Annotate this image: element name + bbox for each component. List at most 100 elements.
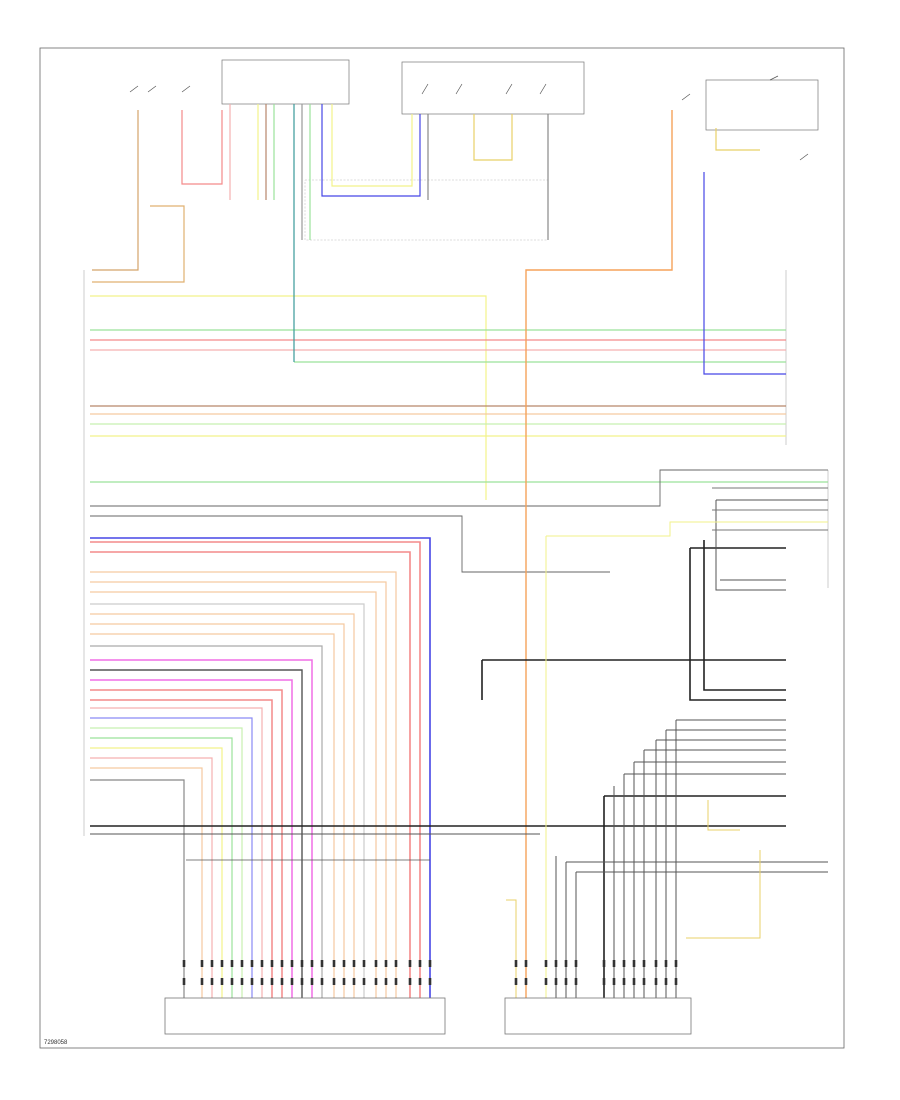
- wire-blue-a: [90, 537, 431, 1000]
- connector-pin-left-16: [352, 960, 356, 967]
- connector-pin-right-2: [544, 960, 548, 967]
- connector-pin-left-2: [210, 960, 214, 967]
- ground-bus-right-e: [703, 540, 786, 691]
- wire-yellow-1: [90, 295, 487, 500]
- connector-pin-left-15: [342, 960, 346, 967]
- wire-peach-loop: [92, 205, 185, 283]
- wire-magenta-a: [90, 659, 313, 1000]
- connector-pin-left-3: [220, 960, 224, 967]
- wire-yellow-top-c: [473, 114, 513, 161]
- wire-yellow-bottom: [506, 899, 517, 1000]
- connector-pin-left-b-2: [210, 978, 214, 985]
- connector-pin-left-21: [408, 960, 412, 967]
- connector-pin-left-b-11: [300, 978, 304, 985]
- connector-pin-left-b-13: [320, 978, 324, 985]
- connector-pin-left-11: [300, 960, 304, 967]
- connector-pin-right-1: [524, 960, 528, 967]
- horizontal-wires-top: [90, 172, 828, 573]
- connector-pin-left-b-21: [408, 978, 412, 985]
- connector-pin-left-b-23: [428, 978, 432, 985]
- connector-pin-left-20: [394, 960, 398, 967]
- connector-pin-left-8: [270, 960, 274, 967]
- wire-pink-b: [90, 757, 213, 1000]
- connector-pin-right-11: [654, 960, 658, 967]
- ground-bus-right-d: [689, 548, 786, 701]
- connector-pin-left-5: [240, 960, 244, 967]
- harness-left: [90, 537, 431, 1000]
- connector-pin-right-b-7: [612, 978, 616, 985]
- wire-yellow-right-top: [715, 128, 760, 151]
- connector-pin-left-b-12: [310, 978, 314, 985]
- connector-pin-left-0: [182, 960, 186, 967]
- connector-pin-right-b-1: [524, 978, 528, 985]
- connector-pin-right-b-9: [632, 978, 636, 985]
- connector-pins: [182, 960, 678, 985]
- wire-lightgray-a: [90, 603, 365, 1000]
- connector-pin-right-b-10: [642, 978, 646, 985]
- connector-pin-left-b-22: [418, 978, 422, 985]
- connector-pin-right-b-12: [664, 978, 668, 985]
- connector-pin-left-4: [230, 960, 234, 967]
- connector-pin-left-b-5: [240, 978, 244, 985]
- connector-pin-left-19: [384, 960, 388, 967]
- wire-red-top: [181, 110, 223, 185]
- connector-pin-left-23: [428, 960, 432, 967]
- connector-pin-left-18: [374, 960, 378, 967]
- wire-blue-right: [703, 172, 786, 375]
- connector-box-mid: [304, 179, 549, 241]
- connector-pin-left-b-10: [290, 978, 294, 985]
- connector-pin-left-b-1: [200, 978, 204, 985]
- connector-pin-right-5: [574, 960, 578, 967]
- connector-pin-left-b-0: [182, 978, 186, 985]
- connector-pin-left-b-14: [332, 978, 336, 985]
- switch-box-center: [401, 61, 585, 115]
- switch-box-right: [705, 79, 819, 131]
- connector-pin-right-7: [612, 960, 616, 967]
- connector-pin-right-b-5: [574, 978, 578, 985]
- connector-pin-left-14: [332, 960, 336, 967]
- connector-pin-left-b-8: [270, 978, 274, 985]
- switch-box-left: [221, 59, 350, 105]
- connector-pin-right-b-13: [674, 978, 678, 985]
- wire-gray-b: [90, 645, 323, 1000]
- connector-pin-right-b-11: [654, 978, 658, 985]
- wire-peach-a: [90, 571, 397, 1000]
- connector-pin-left-b-19: [384, 978, 388, 985]
- wire-yellow-right-c: [707, 800, 740, 831]
- connector-pin-left-b-17: [362, 978, 366, 985]
- connector-pin-right-b-0: [514, 978, 518, 985]
- connector-pin-left-1: [200, 960, 204, 967]
- connector-pin-left-13: [320, 960, 324, 967]
- connector-pin-left-17: [362, 960, 366, 967]
- connector-pin-right-b-8: [622, 978, 626, 985]
- wire-peach-e: [90, 623, 345, 1000]
- connector-pin-right-3: [554, 960, 558, 967]
- connector-pin-left-b-7: [260, 978, 264, 985]
- wire-lightgreen-a: [90, 727, 243, 1000]
- wire-peach-d: [90, 613, 355, 1000]
- connector-pin-right-b-2: [544, 978, 548, 985]
- wire-pink-a: [90, 707, 263, 1000]
- connector-pin-right-6: [602, 960, 606, 967]
- connector-pin-right-9: [632, 960, 636, 967]
- connector-pin-right-13: [674, 960, 678, 967]
- connector-pin-left-b-4: [230, 978, 234, 985]
- connector-pin-left-22: [418, 960, 422, 967]
- wire-red-a: [90, 541, 421, 1000]
- connector-pin-left-b-9: [280, 978, 284, 985]
- connector-pin-left-12: [310, 960, 314, 967]
- connector-pin-right-8: [622, 960, 626, 967]
- connector-pin-right-10: [642, 960, 646, 967]
- wire-peach-b: [90, 581, 387, 1000]
- connector-pin-left-9: [280, 960, 284, 967]
- connector-pin-left-b-18: [374, 978, 378, 985]
- wire-dark-a: [90, 669, 303, 1000]
- wire-peach-c: [90, 591, 377, 1000]
- wire-green-a: [90, 737, 233, 1000]
- connector-pin-left-7: [260, 960, 264, 967]
- wire-yellow-top-b: [331, 104, 413, 187]
- wire-gray-2: [90, 515, 610, 573]
- wire-right-20: [715, 500, 786, 591]
- harness-right: [506, 469, 828, 1000]
